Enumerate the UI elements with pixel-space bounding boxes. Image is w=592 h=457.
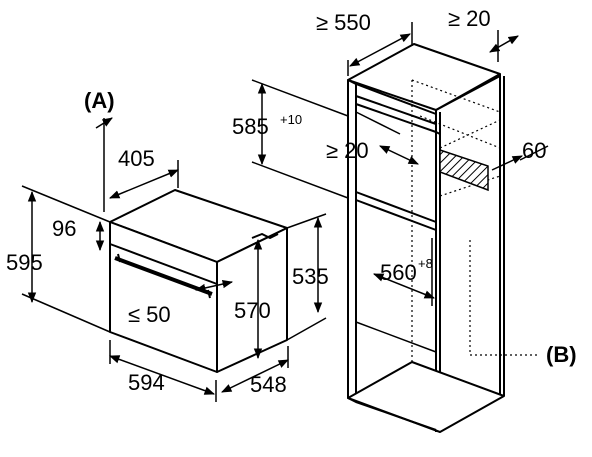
cabinet-dimensions (251, 22, 549, 306)
label-594: 594 (128, 370, 165, 395)
label-595: 595 (6, 250, 43, 275)
label-560-sup: +8 (418, 256, 433, 271)
label-405: 405 (118, 146, 155, 171)
label-585: 585 (232, 114, 269, 139)
cabinet-hidden-lines (411, 79, 540, 362)
label-B: (B) (546, 342, 577, 367)
label-60: 60 (522, 138, 546, 163)
label-560: 560 (380, 260, 417, 285)
label-le50: ≤ 50 (128, 302, 171, 327)
dimension-labels: (A) 405 96 595 535 570 ≤ 50 594 548 ≥ 55… (6, 6, 577, 397)
label-570: 570 (234, 298, 271, 323)
label-96: 96 (52, 216, 76, 241)
oven-dimensions (21, 117, 327, 402)
ventilation-cutout (439, 148, 489, 192)
label-585-sup: +10 (280, 112, 302, 127)
label-535: 535 (292, 264, 329, 289)
label-ge20-top: ≥ 20 (448, 6, 491, 31)
label-ge20-mid: ≥ 20 (326, 138, 369, 163)
label-A: (A) (84, 88, 115, 113)
label-ge550: ≥ 550 (316, 10, 371, 35)
cabinet-drawing (347, 43, 505, 433)
oven-drawing (109, 189, 288, 373)
label-548: 548 (250, 372, 287, 397)
